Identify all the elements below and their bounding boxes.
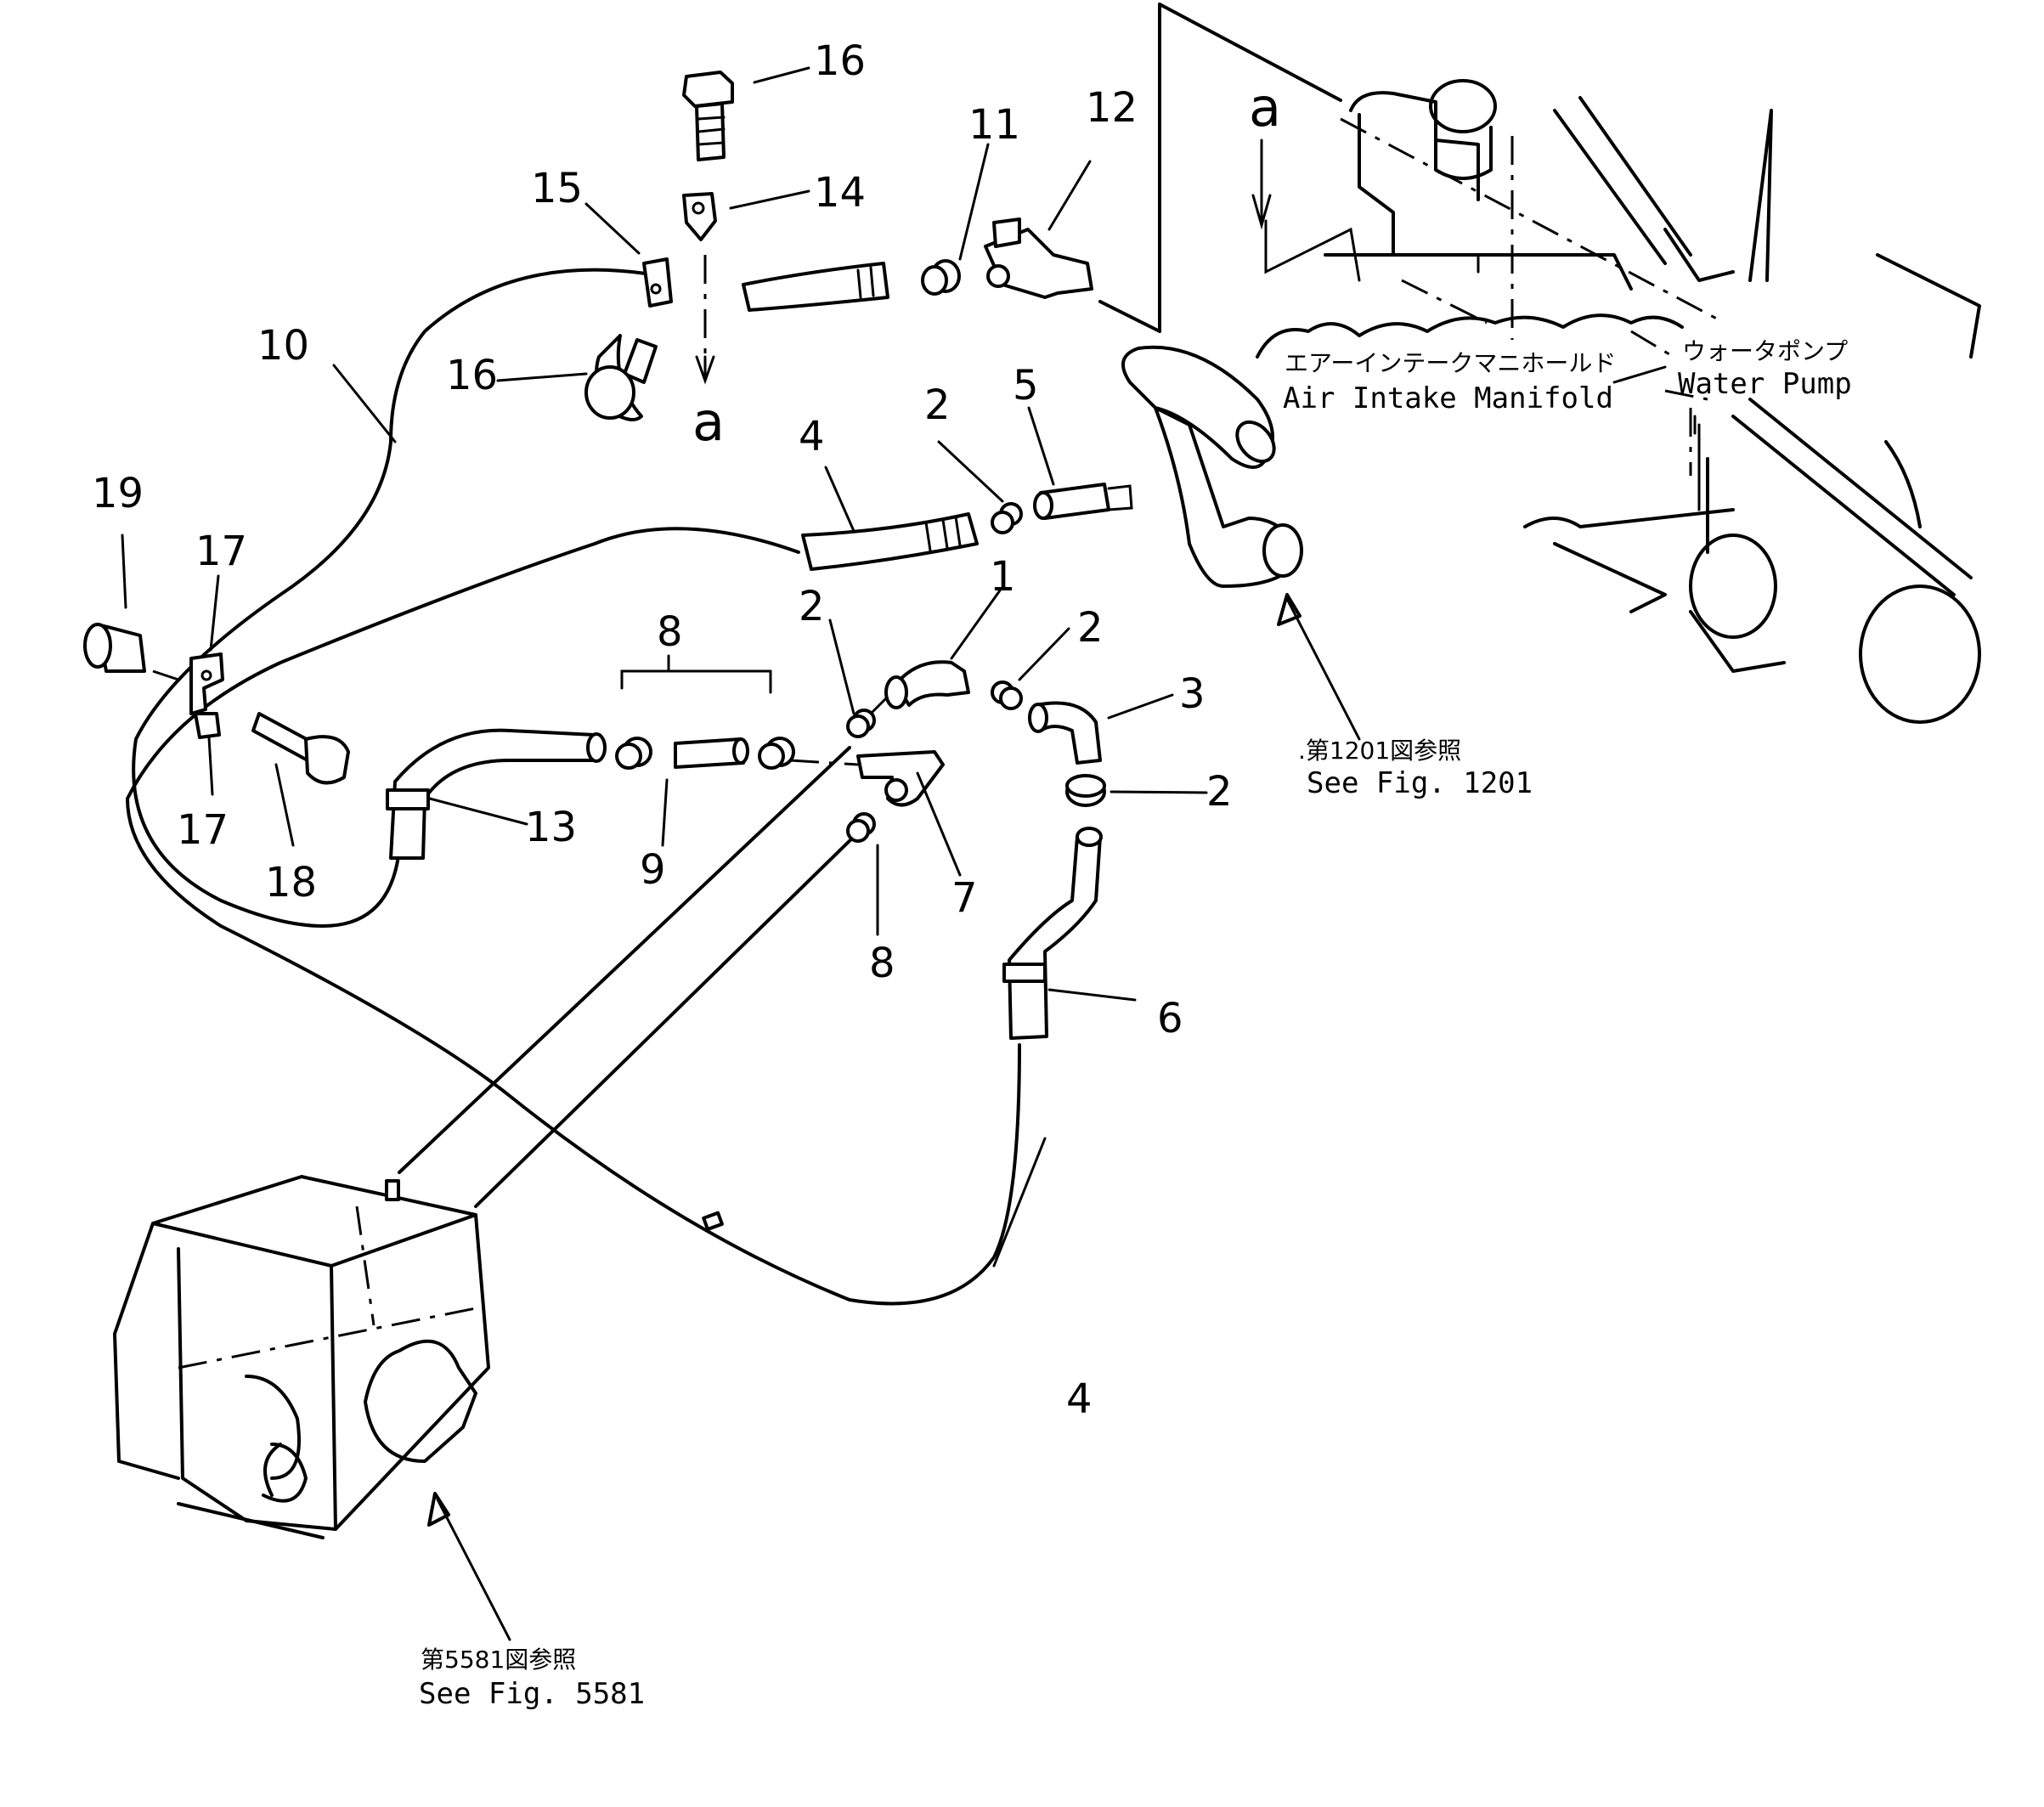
arrow-fig5581: [427, 1492, 511, 1641]
view-a-engine: [1251, 138, 1272, 230]
bolt-16-mid: [584, 334, 658, 421]
fig5581-en: See Fig. 5581: [419, 1677, 645, 1711]
callout-10: 10: [257, 322, 309, 370]
fitting-7: [856, 750, 945, 807]
view-a-arrow: [695, 355, 715, 385]
part-numbers: 16 14 15 11 12 10 16 4 2 5 19 17 17 18 8…: [92, 37, 1233, 1423]
fig1201-en: See Fig. 1201: [1307, 766, 1533, 800]
callout-14: 14: [814, 169, 866, 217]
valve-12: [984, 217, 1093, 299]
air-intake-label-jp: エアーインテークマニホールド: [1285, 349, 1616, 377]
reference-fig1201: .第1201図参照 See Fig. 1201: [1298, 737, 1533, 800]
bolt-16-top: [682, 71, 734, 161]
clamp-2c: [1065, 774, 1106, 807]
hose-4-long: [126, 527, 1021, 1306]
leader-lines: [121, 66, 1208, 1268]
sleeve-19: [83, 623, 146, 673]
clamps-8a: [615, 737, 795, 770]
callout-17-bottom: 17: [177, 806, 229, 854]
view-label-a-engine: a: [1249, 76, 1281, 138]
hose-1: [884, 660, 970, 709]
clamp-bracket-15: [642, 257, 673, 308]
water-pump-label-jp: ウォータポンプ: [1682, 337, 1848, 365]
callout-5: 5: [1013, 362, 1039, 409]
callout-3: 3: [1179, 670, 1206, 718]
callout-7: 7: [951, 874, 978, 922]
callout-13: 13: [525, 804, 577, 851]
bolt-18: [251, 712, 350, 785]
fitting-5: [1033, 483, 1133, 520]
callout-12: 12: [1086, 84, 1138, 132]
heater-supply-lines: [398, 746, 860, 1208]
callout-8-top: 8: [657, 608, 683, 656]
callout-4-bottom: 4: [1066, 1375, 1093, 1423]
line-7-2: [789, 759, 859, 766]
callout-11: 11: [968, 101, 1020, 149]
callout-8-bottom: 8: [869, 940, 895, 987]
engine-labels: エアーインテークマニホールド Air Intake Manifold ウォータポ…: [1283, 337, 1852, 435]
air-intake-label-en: Air Intake Manifold: [1283, 381, 1613, 415]
callout-16-top: 16: [814, 37, 866, 85]
pipe-9: [674, 737, 749, 769]
heater-unit: [113, 1175, 490, 1539]
clamp-2b: [991, 680, 1023, 710]
clamp-8b: [846, 812, 876, 843]
hose-13: [386, 728, 607, 860]
callout-15: 15: [531, 165, 583, 212]
fig1201-jp: .第1201図参照: [1298, 737, 1461, 765]
clamp-14: [682, 192, 717, 241]
view-label-a-left: a: [692, 391, 725, 453]
clamp-2a: [991, 502, 1023, 534]
bracket-17: [189, 652, 224, 739]
callout-17-top: 17: [195, 528, 247, 575]
callout-2-top: 2: [924, 381, 951, 429]
engine-outline: [1098, 3, 1981, 724]
hose-6: [1002, 827, 1103, 1040]
hose-1201-elbow: [1121, 345, 1303, 588]
elbow-3: [1028, 701, 1102, 765]
hose-10: [132, 268, 647, 928]
line-8-2: [869, 695, 889, 715]
clamp-11: [921, 259, 961, 296]
reference-fig5581: 第5581図参照 See Fig. 5581: [419, 1646, 645, 1711]
callout-6: 6: [1157, 995, 1183, 1042]
hose-upper-connector: [742, 262, 889, 312]
callout-19: 19: [92, 470, 144, 517]
callout-1: 1: [990, 553, 1016, 601]
arrow-fig1201: [1277, 593, 1361, 741]
sleeve-axis: [152, 669, 192, 686]
callout-2-left: 2: [799, 583, 825, 630]
callout-2-right: 2: [1077, 604, 1104, 652]
callout-2-lower: 2: [1206, 768, 1233, 816]
callout-18: 18: [265, 859, 317, 906]
callout-9: 9: [640, 846, 666, 894]
callout-16-mid: 16: [446, 352, 498, 399]
water-pump-label-en: Water Pump: [1678, 367, 1852, 401]
fig5581-jp: 第5581図参照: [421, 1646, 576, 1674]
clamp-2d: [846, 709, 876, 738]
hose-4-top-segment: [801, 512, 979, 571]
callout-4-top: 4: [799, 413, 825, 460]
